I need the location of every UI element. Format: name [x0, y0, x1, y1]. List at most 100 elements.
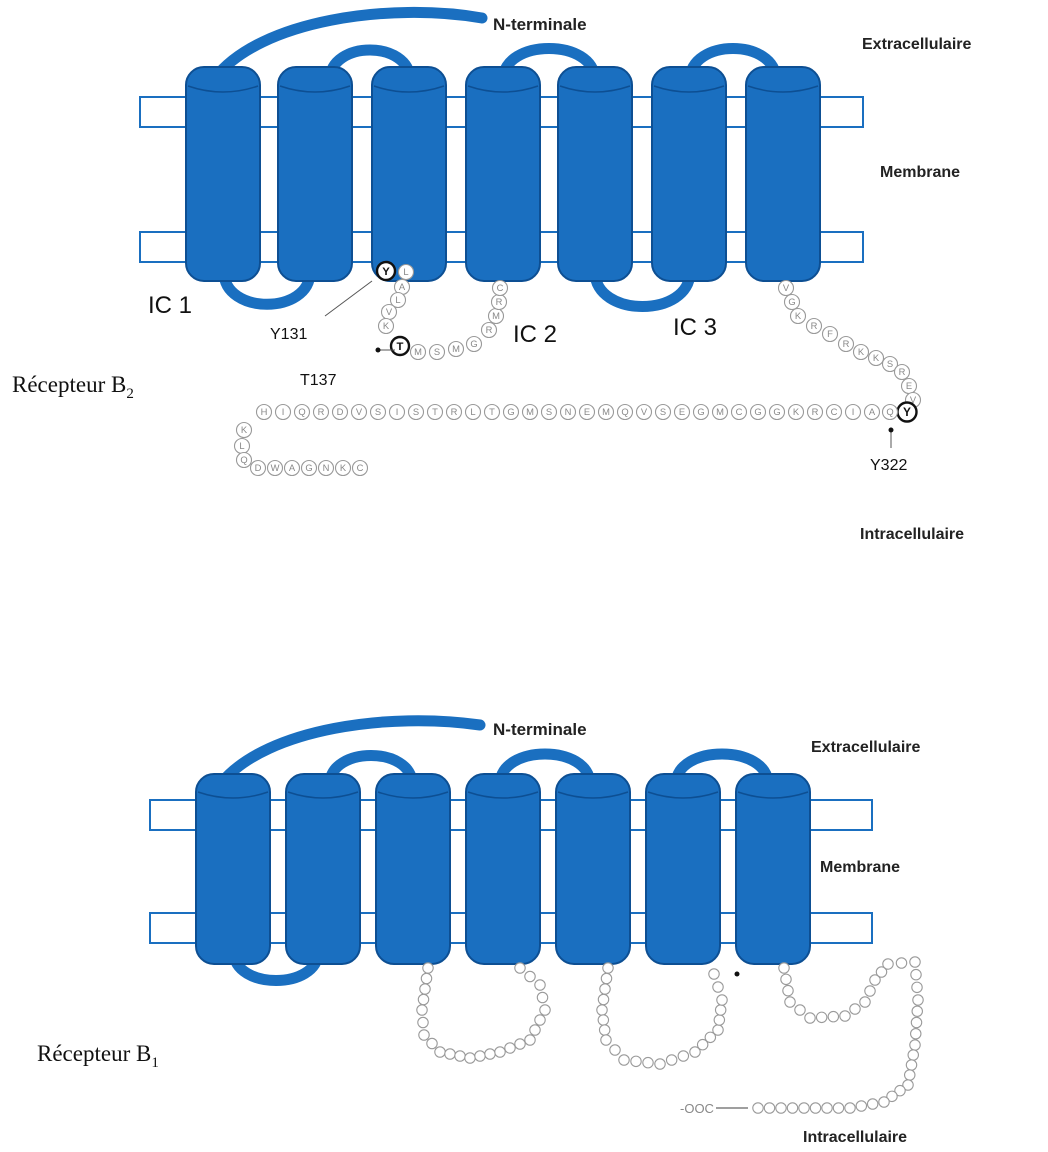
b2-ic2-residue-letter: S — [434, 346, 440, 357]
b2-tail-residue: K — [854, 345, 869, 360]
b1-residue — [455, 1051, 465, 1061]
b1-residue — [883, 959, 893, 969]
b2-tail-residue-letter: W — [271, 462, 280, 473]
b1-residue — [776, 1103, 786, 1113]
b1-residue — [655, 1059, 665, 1069]
b1-residue — [597, 1005, 607, 1015]
b1-residue — [912, 1006, 922, 1016]
b1-residue — [666, 1055, 676, 1065]
b2-tail-residue: G — [770, 405, 785, 420]
b2-tail-residue: G — [694, 405, 709, 420]
b1-residue — [911, 1017, 921, 1027]
b2-tail-residue-letter: K — [793, 406, 800, 417]
b2-tail-residue: R — [447, 405, 462, 420]
b1-residue — [840, 1011, 850, 1021]
b2-tail-residue-letter: D — [255, 462, 262, 473]
b2-n-terminal-tail — [215, 12, 482, 78]
b2-tail-residue-letter: K — [858, 346, 865, 357]
b1-helix-1 — [196, 774, 270, 964]
b1-residue — [417, 1005, 427, 1015]
b2-tail-residue: M — [713, 405, 728, 420]
b2-membrane-label: Membrane — [880, 164, 960, 181]
b1-residue — [779, 963, 789, 973]
b1-residue — [860, 997, 870, 1007]
b2-tail-residue-letter: K — [795, 310, 802, 321]
b2-tail-residue-letter: R — [318, 406, 325, 417]
b2-tail-residue-letter: S — [546, 406, 552, 417]
b2-tail-residue-letter: G — [754, 406, 761, 417]
b2-tail-residue: G — [785, 295, 800, 310]
b2-intracellular-label: Intracellulaire — [860, 526, 964, 543]
b2-tail-residue: T — [428, 405, 443, 420]
b2-tail-residue: K — [336, 461, 351, 476]
b2-tail-residue: E — [675, 405, 690, 420]
b2-ic2-label: IC 2 — [513, 321, 557, 348]
b2-tail-residue: R — [807, 319, 822, 334]
b2-tail-residue-letter: Q — [298, 406, 305, 417]
b2-ic2-residue-letter: R — [486, 324, 493, 335]
b1-residue — [805, 1013, 815, 1023]
b2-tail-residue-letter: V — [641, 406, 648, 417]
b1-residue — [787, 1103, 797, 1113]
b2-ic2-residue: V — [382, 305, 397, 320]
b2-ic2-residue: Y — [377, 262, 395, 280]
b2-tail-residue: R — [895, 365, 910, 380]
b2-helix-4 — [466, 67, 540, 281]
b2-tail-residue-letter: L — [239, 440, 244, 451]
b2-tail-residue: V — [352, 405, 367, 420]
b2-tail-residue-letter: M — [602, 406, 610, 417]
b1-helix-4 — [466, 774, 540, 964]
b2-tail-residue: E — [902, 379, 917, 394]
b2-tail-residue-letter: E — [906, 380, 912, 391]
b2-tail-residue-letter: T — [489, 406, 495, 417]
b2-ic2-residue: M — [411, 345, 426, 360]
b2-tail-residue-letter: H — [261, 406, 268, 417]
b2-tail-residue-letter: N — [565, 406, 572, 417]
b2-tail-residue: C — [353, 461, 368, 476]
b2-ic2-residue: M — [489, 309, 504, 324]
b2-tail-residue-letter: M — [526, 406, 534, 417]
b2-ic2-residue-letter: M — [452, 343, 460, 354]
b1-residue — [867, 1099, 877, 1109]
b2-ic1-label: IC 1 — [148, 292, 192, 319]
b2-ic2-residue: R — [492, 295, 507, 310]
b1-residue — [540, 1005, 550, 1015]
b1-residue — [610, 1045, 620, 1055]
b2-ic2-residue-letter: R — [496, 296, 503, 307]
b1-residue — [783, 985, 793, 995]
b2-ic2-residue-letter: M — [492, 310, 500, 321]
b1-residue — [515, 1039, 525, 1049]
b2-ic2-residue: G — [467, 337, 482, 352]
b1-residue — [896, 958, 906, 968]
b2-tail-residue-letter: C — [736, 406, 743, 417]
b1-residue — [833, 1103, 843, 1113]
b2-ic2-residue-letter: Y — [382, 266, 390, 278]
b2-tail-residue: L — [466, 405, 481, 420]
b1-residue — [822, 1103, 832, 1113]
b2-tail-residue: N — [319, 461, 334, 476]
b1-residue — [717, 995, 727, 1005]
b2-tail-residue-letter: N — [323, 462, 330, 473]
b1-residue — [799, 1103, 809, 1113]
b2-helix-7 — [746, 67, 820, 281]
b2-ic2-residue: M — [449, 342, 464, 357]
b1-cooh-label: -OOC — [680, 1101, 714, 1116]
b1-residue — [418, 1017, 428, 1027]
b2-tail-residue-letter: E — [679, 406, 685, 417]
b1-residue — [598, 994, 608, 1004]
b2-tail-residue-letter: F — [827, 328, 833, 339]
b2-helix-6 — [652, 67, 726, 281]
b1-residue — [753, 1103, 763, 1113]
b1-residue — [715, 1005, 725, 1015]
b2-tail-residue: H — [257, 405, 272, 420]
b2-ic2-residue: R — [482, 323, 497, 338]
b2-tail-residue-letter: K — [241, 424, 248, 435]
b1-helix-3 — [376, 774, 450, 964]
b2-tail-residue: G — [504, 405, 519, 420]
b2-tail-residue: K — [869, 351, 884, 366]
b1-residue — [908, 1050, 918, 1060]
b1-residue — [910, 957, 920, 967]
b2-ic2-residue-letter: A — [399, 281, 406, 292]
b1-residue — [475, 1051, 485, 1061]
